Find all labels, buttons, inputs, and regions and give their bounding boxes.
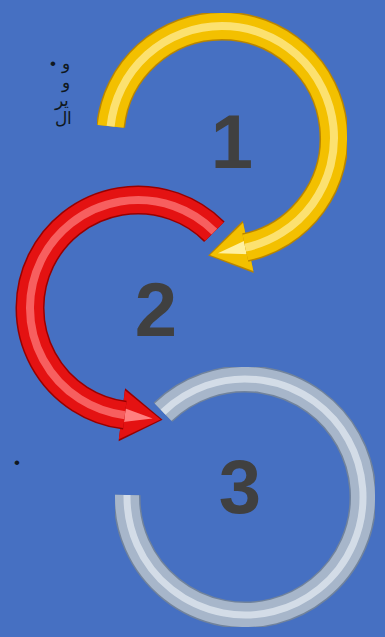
bullet-text: و <box>62 55 70 72</box>
circular-arrow: 2 <box>13 183 263 433</box>
step-number: 1 <box>211 104 253 180</box>
circular-arrow: 1 <box>97 13 347 263</box>
bullet-text: ال <box>55 110 72 127</box>
circular-arrow: 3 <box>115 367 375 627</box>
step-number: 2 <box>135 272 177 348</box>
step-number: 3 <box>219 449 261 525</box>
bullet-text: و <box>62 74 70 91</box>
arrow-head <box>119 388 163 441</box>
bullet-text: ير <box>55 92 69 109</box>
bullet-text: • <box>50 55 56 72</box>
bullet-text: • <box>14 454 20 471</box>
